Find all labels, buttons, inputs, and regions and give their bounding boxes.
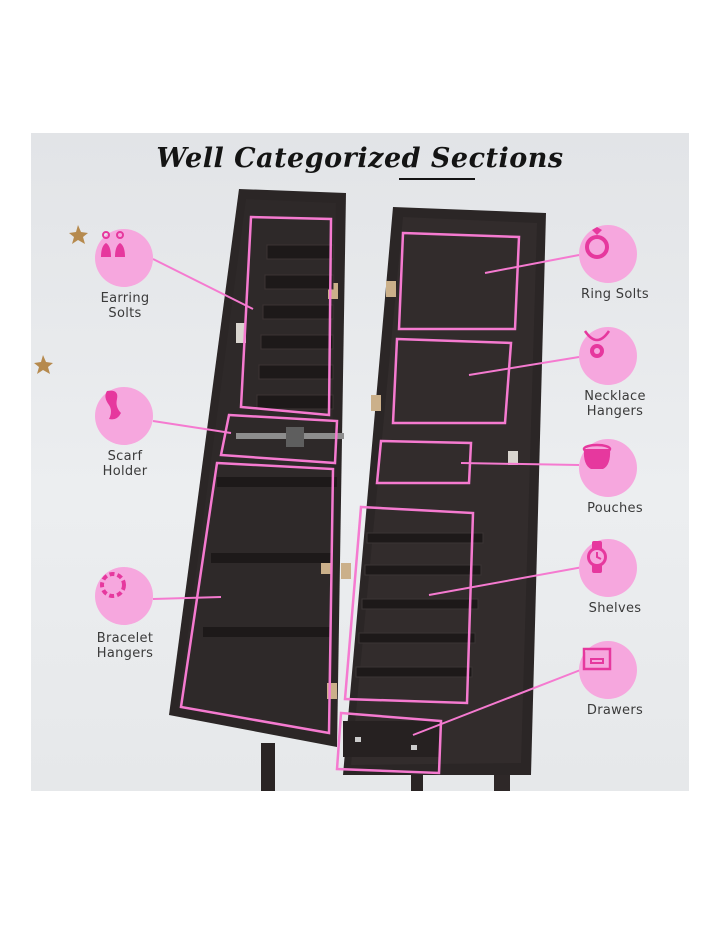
ring-section-outline [397,231,521,331]
pouches-label: Pouches [571,501,659,516]
necklace-label-line2: Hangers [586,404,644,419]
earring-section-outline [239,215,333,417]
scarf-label-line2: Holder [102,464,148,479]
earring-label: Earring Solts [85,291,165,321]
page-title: Well Categorized Sections [31,143,689,174]
shelves-label-line1: Shelves [588,601,642,616]
scarf-icon [95,387,153,445]
scarf-section-outline [219,413,339,465]
pouch-icon [579,439,637,497]
scarf-label: Scarf Holder [85,449,165,479]
cabinet-illustration [34,189,584,791]
pouches-label-line1: Pouches [587,501,643,516]
title-underline [399,178,475,180]
drawers-label-line1: Drawers [586,703,644,718]
earring-label-line1: Earring [100,291,150,306]
shelves-label: Shelves [571,601,659,616]
product-photo: Well Categorized Sections Earring Solts … [31,133,689,791]
pouches-section-outline [375,439,473,485]
scarf-label-line1: Scarf [107,449,143,464]
shelves-section-outline [343,505,475,705]
ring-icon [579,225,637,283]
necklace-label-line1: Necklace [584,389,646,404]
bracelet-icon [95,567,153,625]
drawers-section-outline [335,711,443,775]
star-decoration [34,355,53,374]
watch-icon [579,539,637,597]
earring-icon [95,229,153,287]
necklace-section-outline [391,337,513,425]
ring-label: Ring Solts [571,287,659,302]
necklace-label: Necklace Hangers [571,389,659,419]
drawers-label: Drawers [571,703,659,718]
earring-label-line2: Solts [108,306,142,321]
bracelet-section-outline [179,461,335,735]
bracelet-label: Bracelet Hangers [81,631,169,661]
ring-label-line1: Ring Solts [581,287,649,302]
bracelet-label-line1: Bracelet [96,631,154,646]
title-prefix: Well Categorized [156,143,421,174]
title-suffix: Sections [430,143,564,174]
necklace-icon [579,327,637,385]
star-decoration [69,225,88,244]
drawer-icon [579,641,637,699]
bracelet-label-line2: Hangers [96,646,154,661]
